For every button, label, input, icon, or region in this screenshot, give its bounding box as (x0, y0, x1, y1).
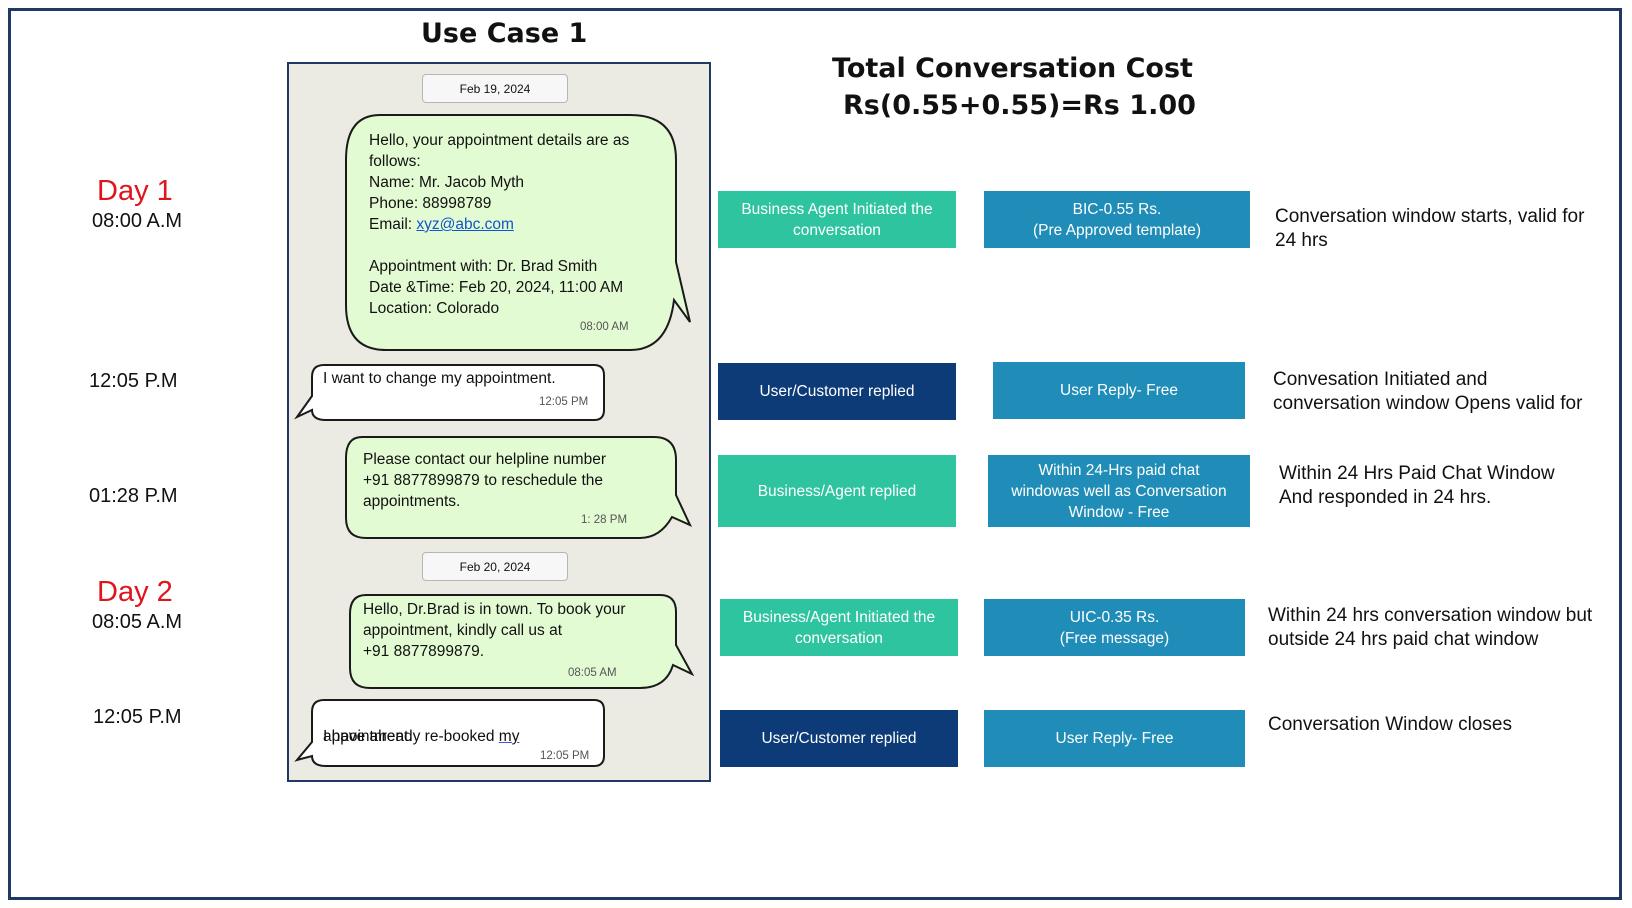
msg2-text: I want to change my appointment. (323, 370, 556, 387)
row1-cost-box: BIC-0.55 Rs. (Pre Approved template) (984, 191, 1250, 248)
row5-note: Conversation Window closes (1268, 714, 1512, 735)
day1-label: Day 1 (97, 175, 173, 207)
msg5-text-line2: appointment. (323, 728, 413, 745)
msg1-time: 08:00 AM (580, 321, 629, 333)
row4-cost-box: UIC-0.35 Rs. (Free message) (984, 599, 1245, 656)
date-chip-1: Feb 19, 2024 (422, 74, 568, 103)
row2-cost-box: User Reply- Free (993, 362, 1245, 419)
total-cost-heading: Total Conversation Cost (832, 53, 1193, 84)
msg5-time: 12:05 PM (540, 750, 590, 762)
row3-cost-box: Within 24-Hrs paid chat windowas well as… (988, 455, 1250, 527)
bubble-msg5 (294, 699, 605, 767)
row2-note: Convesation Initiated and conversation w… (1273, 369, 1583, 414)
row5-cost-box: User Reply- Free (984, 710, 1245, 767)
row4-actor-box: Business/Agent Initiated the conversatio… (720, 599, 958, 656)
msg3-text: Please contact our helpline number +91 8… (363, 451, 606, 510)
bubble-msg1 (345, 114, 691, 351)
msg3-time: 1: 28 PM (581, 514, 628, 526)
email-link[interactable]: xyz@abc.com (416, 216, 514, 233)
row5-actor-box: User/Customer replied (720, 710, 958, 767)
time-1205-a: 12:05 P.M (89, 370, 178, 392)
outer-frame (8, 8, 1622, 900)
row3-actor-box: Business/Agent replied (718, 455, 956, 527)
msg5-text: I have already re-booked my (323, 728, 520, 745)
bubble-msg4 (349, 594, 695, 689)
day2-label: Day 2 (97, 576, 173, 608)
bubble-msg3 (345, 436, 693, 539)
msg1-text: Hello, your appointment details are as f… (369, 132, 630, 317)
day1-time: 08:00 A.M (92, 210, 183, 232)
row1-actor-box: Business Agent Initiated the conversatio… (718, 191, 956, 248)
msg2-time: 12:05 PM (539, 396, 589, 408)
total-cost-formula: Rs(0.55+0.55)=Rs 1.00 (843, 90, 1196, 121)
day2-time: 08:05 A.M (92, 611, 183, 633)
msg4-text: Hello, Dr.Brad is in town. To book your … (363, 601, 626, 660)
row2-actor-box: User/Customer replied (718, 363, 956, 420)
msg4-time: 08:05 AM (568, 667, 617, 679)
row4-note: Within 24 hrs conversation window but ou… (1268, 605, 1593, 650)
bubble-msg2 (293, 364, 605, 421)
date-chip-2: Feb 20, 2024 (422, 552, 568, 581)
use-case-title: Use Case 1 (421, 18, 588, 49)
row3-note: Within 24 Hrs Paid Chat Window And respo… (1279, 463, 1555, 508)
time-0128: 01:28 P.M (89, 485, 178, 507)
time-1205-b: 12:05 P.M (93, 706, 182, 728)
row1-note: Conversation window starts, valid for 24… (1275, 206, 1585, 251)
